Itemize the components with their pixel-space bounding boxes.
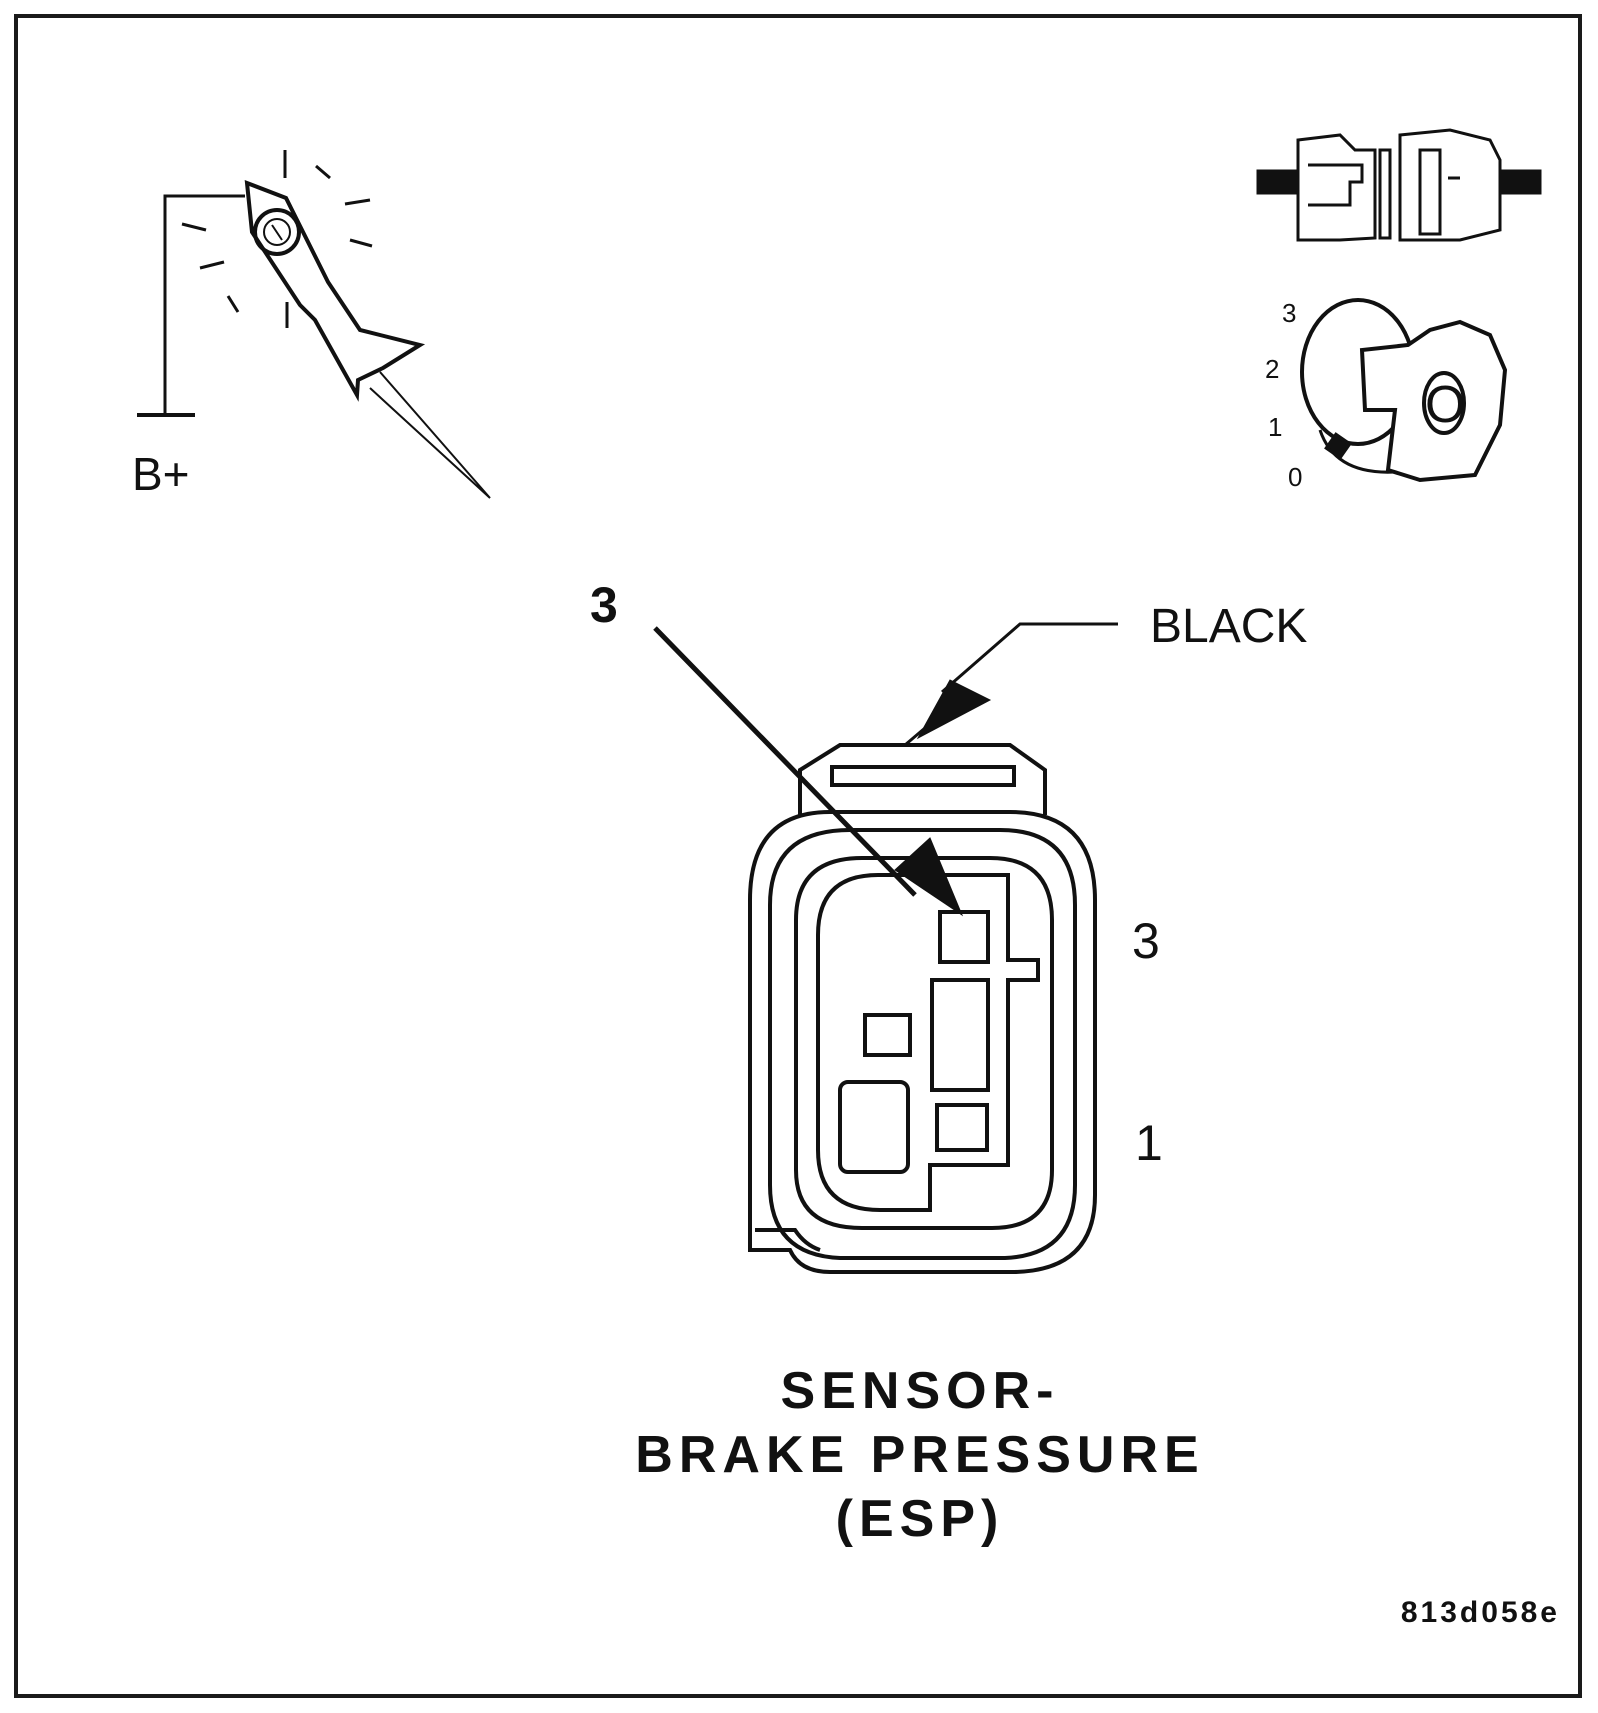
pin-1-cavity xyxy=(935,1103,989,1152)
b-plus-label: B+ xyxy=(132,448,190,500)
ignition-position-2: 2 xyxy=(1265,354,1279,384)
ignition-switch-icon xyxy=(1300,298,1508,483)
ignition-position-3: 3 xyxy=(1282,298,1296,328)
ignition-key-letter: O xyxy=(1425,376,1465,434)
component-title-line-2: BRAKE PRESSURE xyxy=(635,1426,1204,1484)
keyway-slot xyxy=(930,978,990,1092)
pin-3-cavity xyxy=(938,910,990,964)
component-title-line-1: SENSOR- xyxy=(781,1362,1060,1420)
component-title-line-3: (ESP) xyxy=(836,1490,1005,1548)
figure-frame xyxy=(14,14,1582,1698)
callout-arrows xyxy=(653,622,1118,917)
test-light-icon xyxy=(137,150,491,499)
ignition-position-labels: 3 2 1 0 xyxy=(1265,298,1302,492)
figure-code: 813d058e xyxy=(1401,1596,1560,1629)
sensor-connector xyxy=(748,743,1097,1274)
pin-3-label: 3 xyxy=(1132,913,1160,969)
seal-cavity xyxy=(838,1080,910,1174)
connector-color-label: BLACK xyxy=(1150,600,1307,653)
pin-1-label: 1 xyxy=(1135,1115,1163,1171)
ignition-position-0: 0 xyxy=(1288,462,1302,492)
pin-callout-label: 3 xyxy=(590,577,618,633)
connector-disconnected-icon xyxy=(1256,128,1542,242)
pin-2-cavity xyxy=(863,1013,912,1057)
ignition-position-1: 1 xyxy=(1268,412,1282,442)
